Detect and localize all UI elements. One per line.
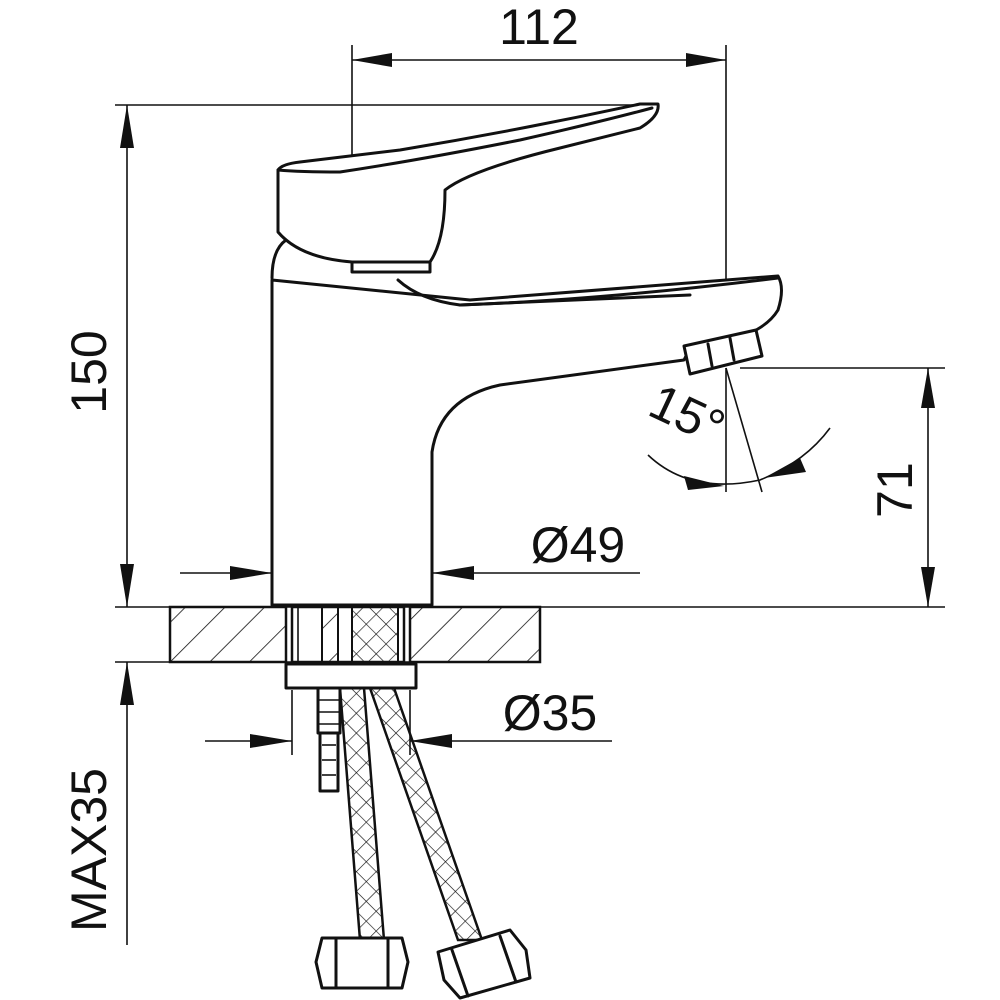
hole-diameter-label: Ø35	[503, 685, 598, 741]
spout-height-label: 71	[867, 462, 923, 518]
hose-left	[314, 686, 410, 990]
width-label: 112	[499, 0, 579, 55]
faucet-body	[270, 102, 783, 607]
aerator	[682, 328, 764, 376]
hose-right	[368, 686, 532, 1000]
flexible-hoses	[314, 686, 532, 1000]
spray-angle-label: 15°	[641, 373, 733, 456]
counter-section	[168, 605, 542, 664]
mounting-hardware	[284, 662, 418, 793]
body-diameter-label: Ø49	[531, 517, 626, 573]
height-label: 150	[61, 330, 117, 413]
max-thickness-label: MAX35	[61, 768, 117, 932]
dimension-lines	[115, 45, 945, 945]
